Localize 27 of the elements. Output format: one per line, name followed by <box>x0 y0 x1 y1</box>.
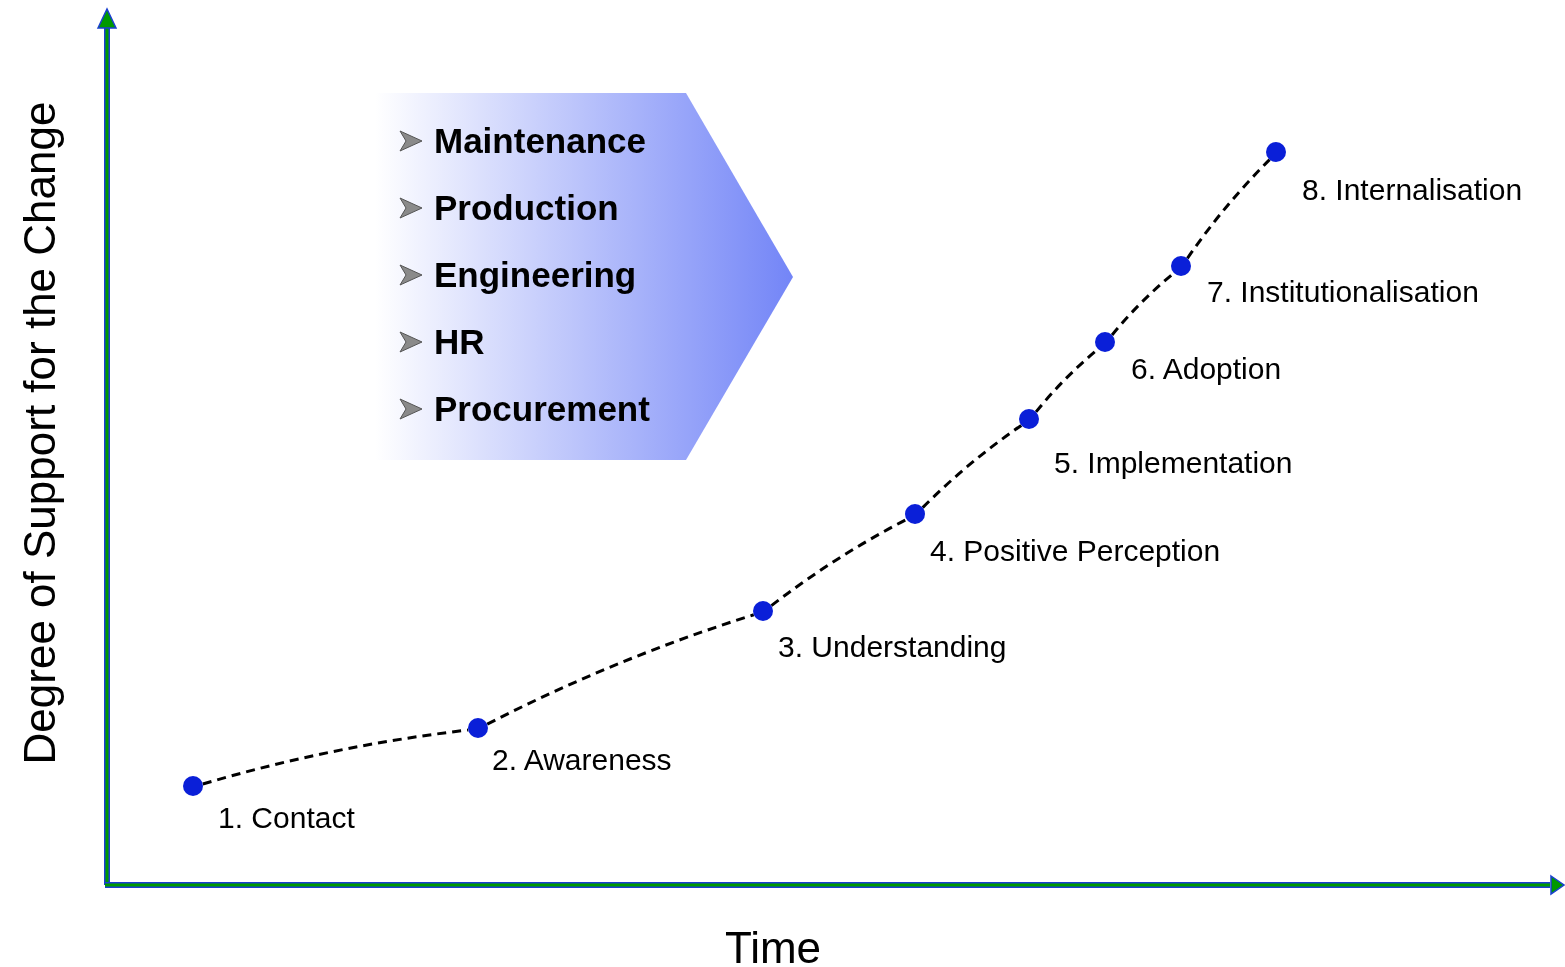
stage-label: 6. Adoption <box>1131 354 1282 384</box>
stage-dot <box>183 776 203 796</box>
stage-dot <box>905 504 925 524</box>
department-item: Procurement <box>434 391 650 426</box>
dashed-connector <box>921 424 1023 509</box>
stage-dot <box>468 718 488 738</box>
stage-label: 4. Positive Perception <box>930 536 1221 566</box>
stage-dot <box>1019 409 1039 429</box>
stage-dot <box>1095 332 1115 352</box>
stage-label: 1. Contact <box>218 803 355 833</box>
department-item: Engineering <box>434 257 637 292</box>
y-axis-title: Degree of Support for the Change <box>18 101 62 765</box>
stage-label: 2. Awareness <box>492 745 672 775</box>
dashed-connector <box>486 613 755 726</box>
stage-label: 8. Internalisation <box>1302 175 1523 205</box>
stage-dot <box>1171 256 1191 276</box>
department-item: Maintenance <box>434 123 646 158</box>
stage-label: 7. Institutionalisation <box>1207 277 1479 307</box>
x-axis-title: Time <box>724 926 822 967</box>
dashed-connector <box>1186 158 1271 260</box>
stage-label: 5. Implementation <box>1054 448 1293 478</box>
stage-dot <box>1266 142 1286 162</box>
stage-dot <box>753 601 773 621</box>
department-item: Production <box>434 190 619 225</box>
dashed-connector <box>770 518 908 607</box>
stage-label: 3. Understanding <box>778 632 1007 662</box>
department-item: HR <box>434 324 485 359</box>
